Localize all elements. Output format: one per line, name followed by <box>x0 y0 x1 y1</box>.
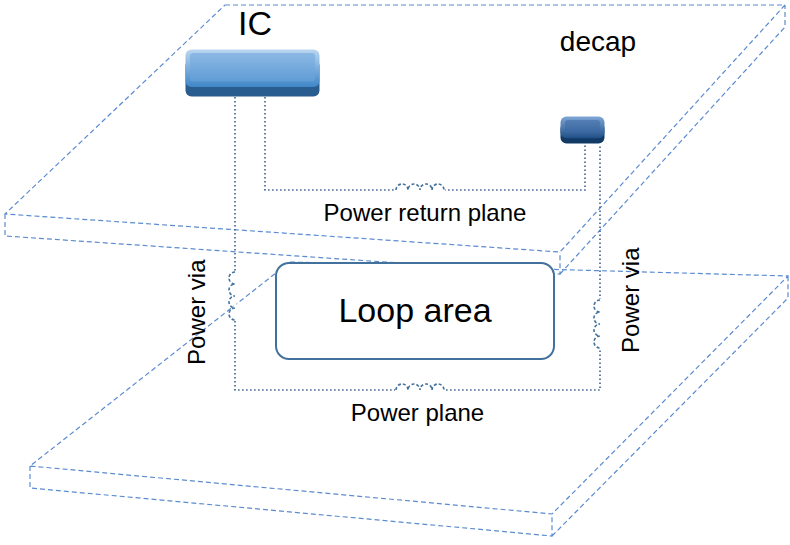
inductor-symbol <box>396 184 444 190</box>
plane-label: Power plane <box>348 400 487 426</box>
return-plane-slab <box>5 5 785 274</box>
ic-chip: IC <box>185 4 325 97</box>
part-label: IC <box>185 4 325 43</box>
plane-label: Power return plane <box>321 200 530 226</box>
via-label: Power via <box>619 244 645 355</box>
loop-area-box: Loop area <box>275 262 555 360</box>
decap-capacitor: decap <box>548 26 648 144</box>
power-plane-slab <box>30 262 788 536</box>
inductor-symbol <box>396 384 444 390</box>
part-label: decap <box>548 26 648 58</box>
current-path <box>265 97 585 190</box>
current-path <box>235 97 600 390</box>
inductor-symbol <box>229 272 235 320</box>
ic-chip-body <box>185 49 320 97</box>
decap-capacitor-body <box>560 116 605 144</box>
box-label: Loop area <box>338 291 491 330</box>
inductor-symbol <box>594 300 600 348</box>
via-label: Power via <box>185 256 211 367</box>
